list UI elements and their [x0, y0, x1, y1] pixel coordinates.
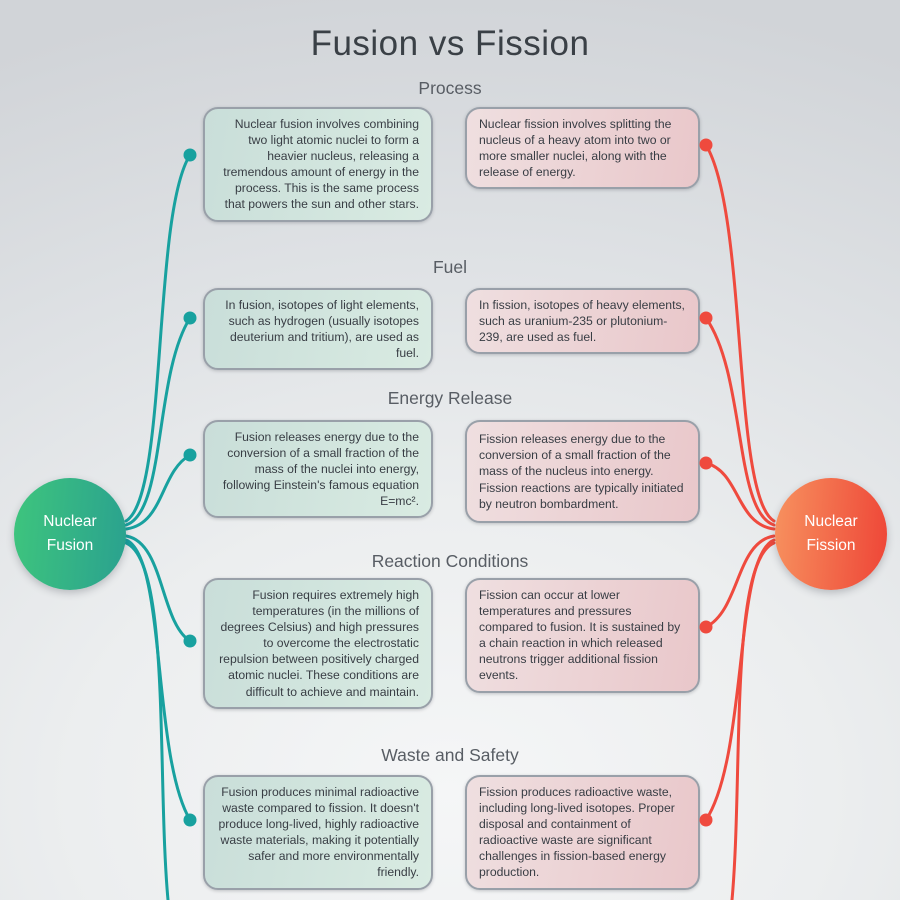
fission-box-energy-release: Fission releases energy due to the conve… — [465, 420, 700, 523]
fission-box-reaction-conditions-text: Fission can occur at lower temperatures … — [479, 588, 681, 683]
section-heading-process: Process — [418, 78, 482, 98]
fusion-box-reaction-conditions: Fusion requires extremely high temperatu… — [203, 578, 433, 709]
section-heading-energy-release: Energy Release — [387, 388, 513, 408]
fusion-connector-reaction — [124, 534, 192, 643]
fission-connector-reaction — [704, 534, 776, 629]
section-heading-reaction-conditions: Reaction Conditions — [371, 551, 529, 571]
section-heading-waste-safety: Waste and Safety — [381, 745, 519, 765]
fusion-connector-process — [124, 153, 192, 523]
fission-connector-fuel — [704, 316, 776, 527]
fusion-box-reaction-conditions-text: Fusion requires extremely high temperatu… — [219, 588, 419, 699]
fusion-box-energy-release: Fusion releases energy due to the conver… — [203, 420, 433, 519]
fission-connector-offscreen — [730, 541, 776, 900]
fission-box-process: Nuclear fission involves splitting the n… — [465, 107, 700, 190]
section-heading-fuel: Fuel — [432, 257, 468, 277]
fusion-connector-offscreen — [124, 541, 170, 900]
fusion-connector-dot — [183, 448, 197, 462]
fission-box-reaction-conditions: Fission can occur at lower temperatures … — [465, 578, 700, 693]
fusion-connector-dot — [183, 311, 197, 325]
fusion-box-fuel: In fusion, isotopes of light elements, s… — [203, 288, 433, 371]
fusion-connector-dot — [183, 148, 197, 162]
fusion-node-label-line1: Nuclear — [43, 512, 97, 530]
fission-connector-dot — [699, 138, 713, 152]
fission-box-fuel-text: In fission, isotopes of heavy elements, … — [479, 298, 685, 345]
fission-box-waste-safety: Fission produces radioactive waste, incl… — [465, 775, 700, 890]
fission-box-fuel: In fission, isotopes of heavy elements, … — [465, 288, 700, 355]
fusion-connector-energy — [124, 453, 192, 531]
fusion-node-label-line2: Fusion — [46, 537, 94, 554]
fusion-connector-dot — [183, 634, 197, 648]
fusion-box-process: Nuclear fusion involves combining two li… — [203, 107, 433, 222]
fission-root-node: Nuclear Fission — [775, 478, 887, 590]
fission-connector-energy — [704, 461, 776, 531]
fission-connector-process — [704, 143, 776, 523]
fusion-box-energy-release-text: Fusion releases energy due to the conver… — [222, 430, 419, 509]
fusion-root-node: Nuclear Fusion — [14, 478, 126, 590]
fission-node-label-line1: Nuclear — [804, 512, 858, 530]
fission-box-waste-safety-text: Fission produces radioactive waste, incl… — [479, 785, 675, 880]
fusion-box-waste-safety-text: Fusion produces minimal radioactive wast… — [218, 785, 419, 880]
fission-connector-dot — [699, 456, 713, 470]
fusion-connector-fuel — [124, 316, 192, 527]
fusion-box-process-text: Nuclear fusion involves combining two li… — [223, 117, 419, 212]
fusion-connector-dot — [183, 813, 197, 827]
fission-box-process-text: Nuclear fission involves splitting the n… — [479, 117, 672, 180]
fission-connector-dot — [699, 311, 713, 325]
fusion-box-waste-safety: Fusion produces minimal radioactive wast… — [203, 775, 433, 890]
fission-connector-dot — [699, 620, 713, 634]
fission-box-energy-release-text: Fission releases energy due to the conve… — [479, 432, 684, 511]
fusion-box-fuel-text: In fusion, isotopes of light elements, s… — [225, 298, 419, 361]
fission-node-label-line2: Fission — [806, 537, 856, 554]
fission-connector-dot — [699, 813, 713, 827]
page-title: Fusion vs Fission — [310, 24, 590, 63]
